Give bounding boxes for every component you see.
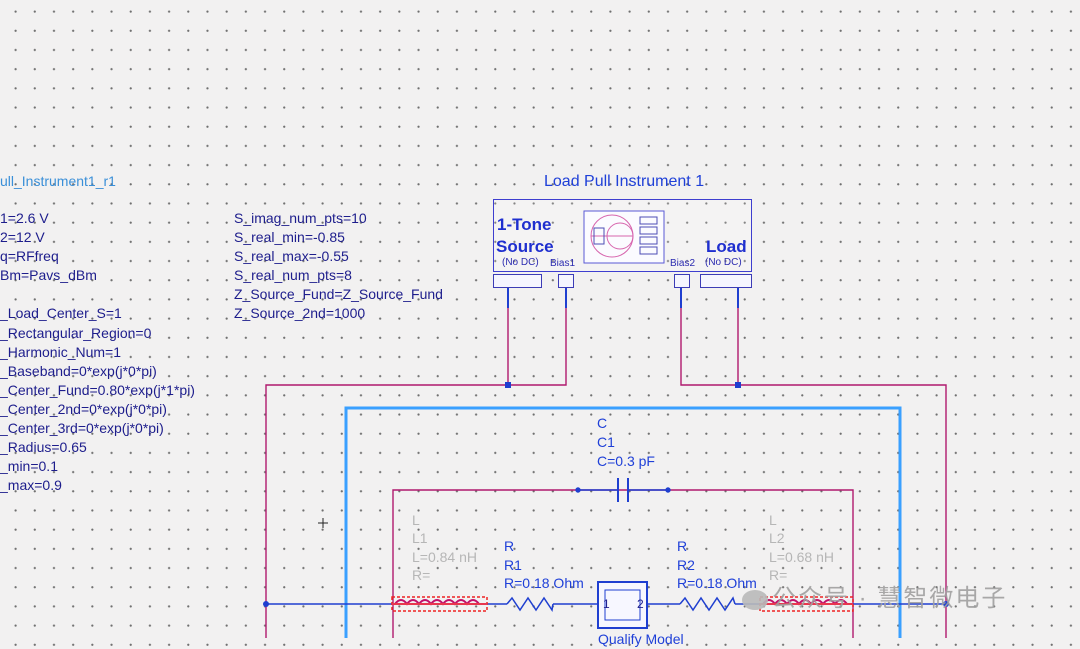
- left-param-list: 1=2.6 V 2=12 V q=RFfreq Bm=Pavs_dBm _Loa…: [0, 209, 195, 495]
- param-line: _Load_Center_S=1: [0, 305, 122, 322]
- load-pull-instrument[interactable]: [493, 199, 752, 272]
- param-line: _Baseband=0*exp(j*0*pi): [0, 362, 157, 379]
- source-label-line1: 1-Tone: [497, 215, 552, 234]
- selection-box[interactable]: [344, 406, 902, 638]
- param-line: _Rectangular_Region=0: [0, 324, 152, 341]
- source-label-line2: Source: [496, 237, 554, 256]
- resistor2-value: R=0.18 Ohm: [677, 575, 757, 591]
- inductor2-r: R=: [769, 567, 788, 583]
- port-stubs: [507, 285, 739, 308]
- inductor2-value: L=0.68 nH: [769, 549, 834, 565]
- wire-source-left: [265, 287, 509, 638]
- capacitor-name: C1: [597, 434, 615, 450]
- inductor2-name: L2: [769, 530, 785, 546]
- wire-inner-left: [392, 489, 854, 638]
- inductor-l1-symbol[interactable]: [391, 596, 488, 612]
- wechat-icon: [742, 589, 768, 610]
- bias1-label: Bias1: [550, 258, 576, 269]
- param-line: q=RFfreq: [0, 248, 59, 265]
- watermark-text: 公众号 · 慧智微电子: [742, 578, 1007, 613]
- resistor2-type: R: [677, 538, 688, 554]
- resistor-r2-symbol[interactable]: [679, 596, 736, 612]
- inductor1-r: R=: [412, 567, 431, 583]
- port-load[interactable]: [700, 274, 752, 288]
- param-line: _Radius=0.65: [0, 439, 87, 456]
- param-line: _Harmonic_Num=1: [0, 343, 121, 360]
- device-qualify-model[interactable]: [597, 581, 648, 629]
- device-pin1: 1: [603, 597, 610, 611]
- device-label: Qualify Model: [598, 631, 684, 647]
- wire-load-right: [737, 287, 947, 638]
- wire-bias1: [508, 287, 567, 386]
- load-label: Load: [706, 237, 747, 256]
- resistor2-name: R2: [677, 557, 695, 573]
- param-line: _min=0.1: [0, 458, 58, 475]
- resistor1-name: R1: [504, 557, 522, 573]
- param-line: S_real_max=-0.55: [234, 248, 349, 265]
- middle-param-list: S_imag_num_pts=10 S_real_min=-0.85 S_rea…: [234, 209, 443, 324]
- watermark-label: 公众号 · 慧智微电子: [772, 585, 1008, 612]
- capacitor-value: C=0.3 pF: [597, 453, 655, 469]
- param-line: S_imag_num_pts=10: [234, 210, 367, 226]
- param-line: _Center_Fund=0.80*exp(j*1*pi): [0, 381, 195, 398]
- port-bias2[interactable]: [674, 274, 690, 288]
- wire-bias2: [680, 287, 738, 386]
- param-line: Z_Source_Fund=Z_Source_Fund: [234, 286, 443, 303]
- resistor1-type: R: [504, 538, 515, 554]
- capacitor-type: C: [597, 415, 608, 431]
- param-line: _max=0.9: [0, 477, 62, 494]
- param-line: _Center_2nd=0*exp(j*0*pi): [0, 400, 167, 417]
- source-no-dc: (No DC): [502, 257, 539, 268]
- cursor-crosshair: [318, 518, 328, 528]
- load-no-dc: (No DC): [705, 257, 742, 268]
- param-line: Z_Source_2nd=1000: [234, 305, 366, 322]
- bias2-label: Bias2: [670, 258, 696, 269]
- param-line: Bm=Pavs_dBm: [0, 267, 97, 284]
- port-source[interactable]: [493, 274, 542, 288]
- param-line: _Center_3rd=0*exp(j*0*pi): [0, 420, 164, 437]
- inductor1-value: L=0.84 nH: [412, 549, 477, 565]
- smith-chart-icon: [583, 210, 665, 264]
- param-line: 2=12 V: [0, 229, 45, 246]
- capacitor-c1-symbol[interactable]: [575, 478, 671, 502]
- param-line: 1=2.6 V: [0, 210, 49, 226]
- param-line: [0, 285, 195, 304]
- param-line: S_real_num_pts=8: [234, 267, 352, 284]
- wire-group: [265, 287, 947, 638]
- port-bias1[interactable]: [558, 274, 574, 288]
- instrument-instance-name: ull_Instrument1_r1: [0, 173, 116, 189]
- device-pin2: 2: [637, 597, 644, 611]
- inductor1-type: L: [412, 512, 420, 528]
- instrument-title: Load Pull Instrument 1: [544, 173, 705, 190]
- inductor2-type: L: [769, 512, 777, 528]
- resistor-r1-symbol[interactable]: [506, 596, 554, 612]
- inductor1-name: L1: [412, 530, 428, 546]
- param-line: S_real_min=-0.85: [234, 229, 345, 246]
- resistor1-value: R=0.18 Ohm: [504, 575, 584, 591]
